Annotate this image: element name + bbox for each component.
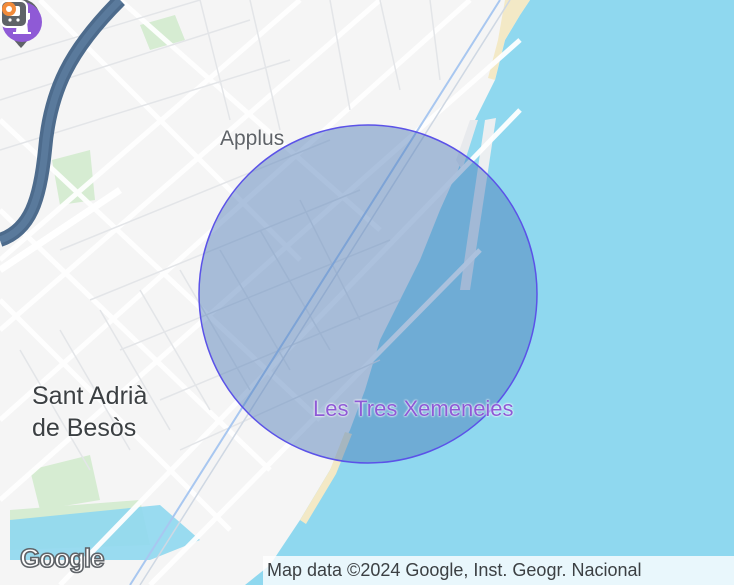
place-label-city: Sant Adrià de Besòs xyxy=(32,380,147,444)
city-label-line1: Sant Adrià xyxy=(32,382,148,410)
city-label-line2: de Besòs xyxy=(32,414,137,442)
sea-area xyxy=(245,0,734,585)
map-attribution[interactable]: Map data ©2024 Google, Inst. Geogr. Naci… xyxy=(263,556,734,585)
google-logo[interactable]: Google xyxy=(19,542,105,574)
poi-label-landmark[interactable]: Les Tres Xemeneies xyxy=(313,396,514,421)
radius-circle xyxy=(198,124,538,464)
lifebuoy-icon[interactable] xyxy=(0,0,18,18)
place-label-applus[interactable]: Applus xyxy=(220,127,285,150)
